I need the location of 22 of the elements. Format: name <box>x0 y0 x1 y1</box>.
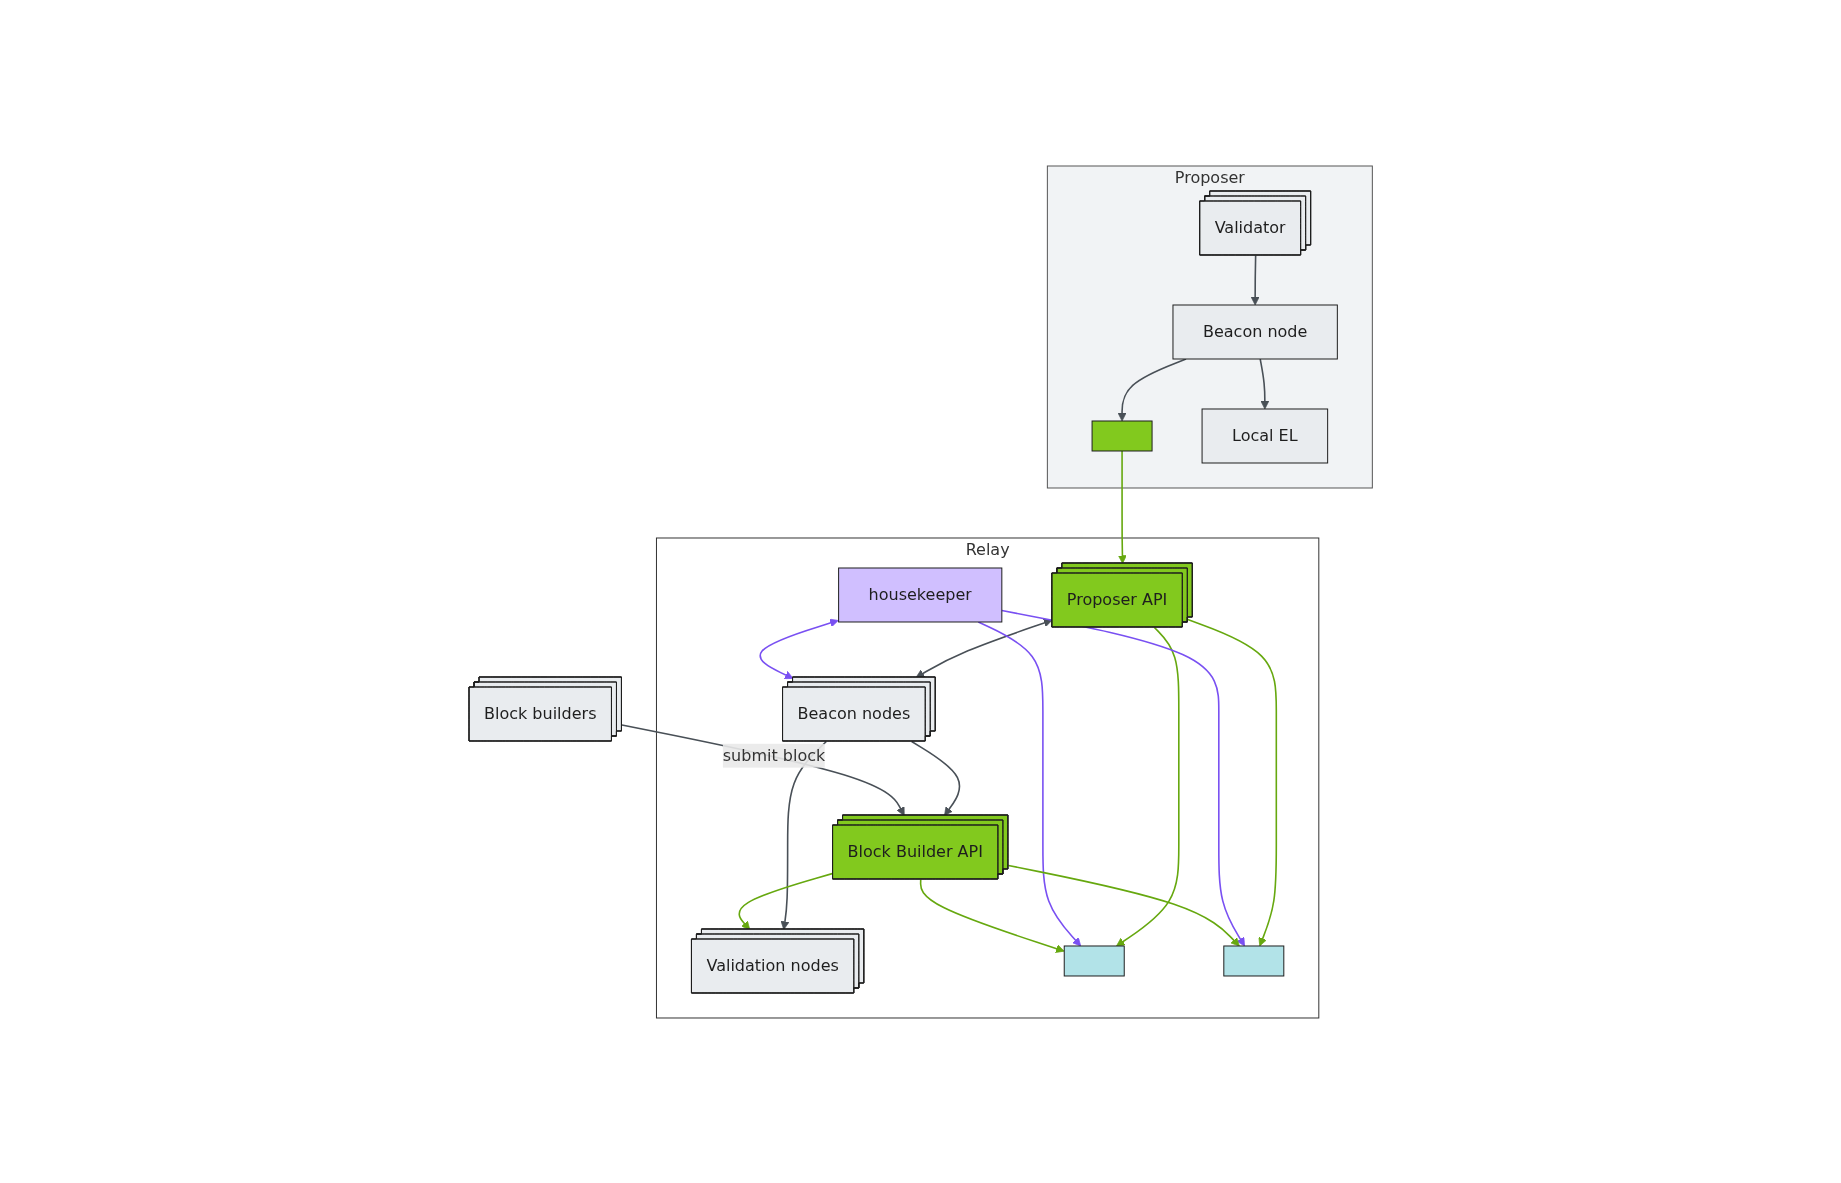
node-box: Beacon node <box>1172 304 1338 359</box>
arrow <box>1186 618 1277 946</box>
arrow <box>1007 864 1240 946</box>
arrow <box>910 740 961 816</box>
arrow <box>1117 357 1187 421</box>
node-box: Local EL <box>1201 408 1328 463</box>
edge-label: submit block <box>722 745 826 765</box>
node-box <box>1223 945 1285 976</box>
arrow <box>915 618 1053 678</box>
arrow <box>738 872 834 930</box>
node-box: housekeeper <box>837 567 1003 622</box>
node-box <box>1063 945 1125 976</box>
arrow <box>1250 254 1260 305</box>
arrow <box>759 618 839 679</box>
arrow <box>919 878 1065 953</box>
arrow <box>1117 449 1127 564</box>
arrow <box>977 620 1081 946</box>
arrow <box>1259 357 1270 409</box>
arrow <box>1000 609 1245 946</box>
arrow <box>1115 626 1180 946</box>
arrow <box>621 723 905 816</box>
node-box <box>1091 420 1153 451</box>
